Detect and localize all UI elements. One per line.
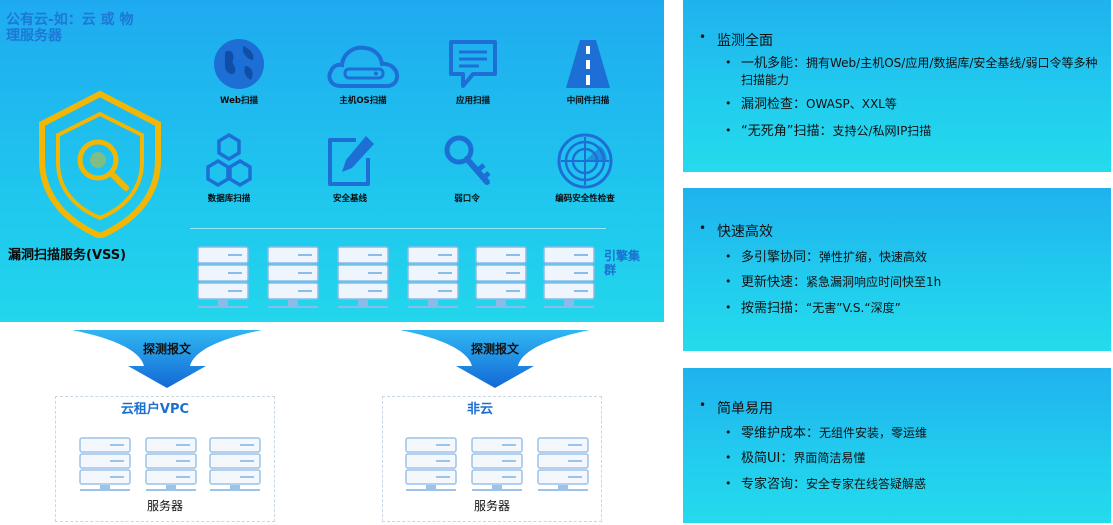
cloud-title: 公有云-如：云 或 物理服务器 — [6, 12, 134, 44]
tenant-vpc-title: 云租户VPC — [120, 402, 190, 417]
server-icon — [209, 437, 261, 491]
hexagon-cluster-icon — [206, 132, 252, 188]
key-icon — [444, 135, 491, 185]
server-icon — [407, 246, 459, 308]
server-caption: 服务器 — [146, 499, 183, 513]
server-icon — [405, 437, 457, 491]
scan-web: Web扫描 — [184, 36, 294, 106]
scan-label: Web扫描 — [220, 96, 258, 106]
radar-icon — [557, 133, 613, 189]
scan-weak-password: 弱口令 — [412, 132, 522, 204]
road-icon — [566, 40, 610, 88]
feature-item: 按需扫描：“无害”V.S.“深度” — [725, 300, 1101, 317]
scan-baseline: 安全基线 — [295, 132, 405, 204]
scan-middleware: 中间件扫描 — [533, 36, 643, 106]
feature-item: 漏洞检查：OWASP、XXL等 — [725, 96, 1101, 113]
scan-label: 数据库扫描 — [207, 194, 251, 204]
server-icon — [337, 246, 389, 308]
feature-item: 极简UI：界面简洁易懂 — [725, 450, 1101, 467]
feature-item: 多引擎协同：弹性扩缩，快速高效 — [725, 249, 1101, 266]
globe-icon — [214, 39, 264, 89]
feature-item: 专家咨询：安全专家在线答疑解惑 — [725, 476, 1101, 493]
scan-host-os: 主机OS扫描 — [308, 36, 418, 106]
vss-label: 漏洞扫描服务(VSS) — [8, 248, 127, 263]
server-icon — [471, 437, 523, 491]
non-cloud-box — [382, 396, 602, 522]
shield-magnifier-icon — [39, 90, 161, 238]
feature-panel-easy: 简单易用 零维护成本：无组件安装，零运维 极简UI：界面简洁易懂 专家咨询：安全… — [683, 368, 1111, 523]
down-arrow-icon — [400, 330, 590, 388]
feature-item: 更新快速：紧急漏洞响应时间快至1h — [725, 274, 1101, 291]
scan-label: 编码安全性检查 — [555, 194, 615, 204]
scan-application: 应用扫描 — [418, 36, 528, 106]
server-icon — [197, 246, 249, 308]
chat-window-icon — [449, 40, 497, 88]
scan-label: 主机OS扫描 — [339, 96, 387, 106]
server-icon — [145, 437, 197, 491]
feature-title: 简单易用 — [699, 398, 773, 418]
scan-label: 安全基线 — [332, 194, 367, 204]
scan-code-security: 编码安全性检查 — [530, 132, 640, 204]
feature-item: “无死角”扫描：支持公/私网IP扫描 — [725, 123, 1101, 140]
feature-panel-comprehensive: 监测全面 一机多能：拥有Web/主机OS/应用/数据库/安全基线/弱口令等多种扫… — [683, 0, 1111, 172]
scan-label: 弱口令 — [454, 194, 480, 204]
engine-cluster-label: 引擎集群 — [604, 249, 641, 277]
scan-database: 数据库扫描 — [174, 132, 284, 204]
server-icon — [475, 246, 527, 308]
feature-item: 零维护成本：无组件安装，零运维 — [725, 425, 1101, 442]
edit-pen-icon — [328, 136, 374, 186]
server-caption: 服务器 — [473, 499, 510, 513]
server-icon — [543, 246, 595, 308]
scan-label: 中间件扫描 — [566, 96, 610, 106]
feature-item: 一机多能：拥有Web/主机OS/应用/数据库/安全基线/弱口令等多种扫描能力 — [725, 55, 1101, 89]
feature-panel-efficient: 快速高效 多引擎协同：弹性扩缩，快速高效 更新快速：紧急漏洞响应时间快至1h 按… — [683, 188, 1111, 351]
probe-packet-label: 探测报文 — [470, 342, 519, 356]
feature-title: 快速高效 — [699, 221, 773, 241]
down-arrow-icon — [72, 330, 262, 388]
divider — [190, 228, 606, 229]
feature-title: 监测全面 — [699, 30, 773, 50]
cloud-host-icon — [327, 45, 400, 88]
scan-label: 应用扫描 — [455, 96, 490, 106]
probe-packet-label: 探测报文 — [142, 342, 191, 356]
server-icon — [267, 246, 319, 308]
non-cloud-title: 非云 — [466, 402, 493, 417]
server-icon — [79, 437, 131, 491]
tenant-vpc-box — [55, 396, 275, 522]
server-icon — [537, 437, 589, 491]
